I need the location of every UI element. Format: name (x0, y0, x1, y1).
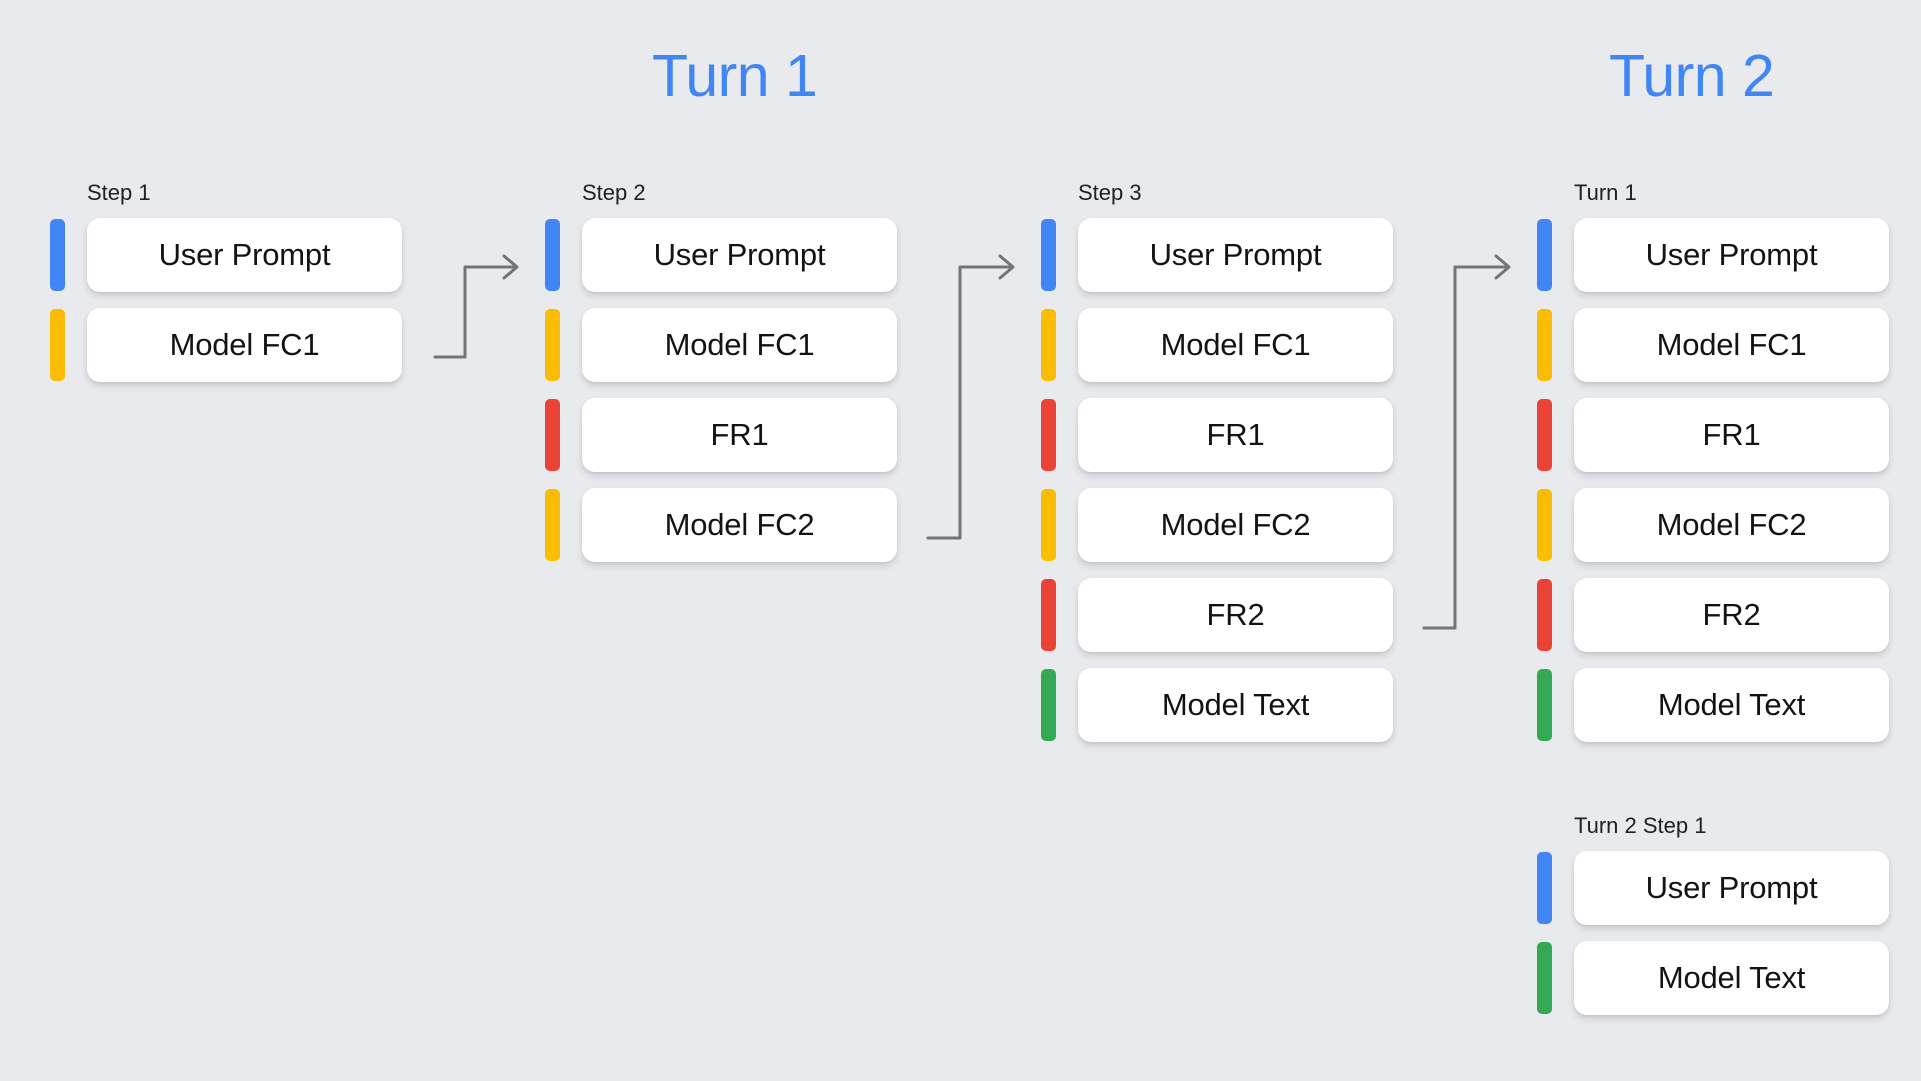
card-label[interactable]: User Prompt (87, 218, 402, 292)
step-label-step-2: Step 2 (582, 180, 646, 205)
color-bar-yellow-icon (1537, 309, 1552, 381)
card-label[interactable]: FR1 (1574, 398, 1889, 472)
list-item[interactable]: Model Text (1537, 668, 1889, 742)
step-label-turn2-turn1: Turn 1 (1574, 180, 1637, 205)
card-label[interactable]: FR2 (1078, 578, 1393, 652)
list-item[interactable]: User Prompt (545, 218, 897, 292)
row-list-turn2-step1: User Prompt Model Text (1537, 851, 1889, 1015)
color-bar-blue-icon (1041, 219, 1056, 291)
list-item[interactable]: Model Text (1537, 941, 1889, 1015)
color-bar-blue-icon (1537, 852, 1552, 924)
turn-1-heading: Turn 1 (652, 43, 818, 109)
step-label-step-1: Step 1 (87, 180, 151, 205)
color-bar-blue-icon (50, 219, 65, 291)
turn-2-heading: Turn 2 (1609, 43, 1775, 109)
card-label[interactable]: User Prompt (1574, 218, 1889, 292)
column-turn2-turn1: Turn 1 User Prompt Model FC1 FR1 Model F… (1537, 182, 1889, 742)
card-label[interactable]: Model Text (1574, 668, 1889, 742)
arrow-step2-to-step3-icon (926, 254, 1015, 540)
step-label-turn2-step1: Turn 2 Step 1 (1574, 813, 1707, 838)
step-label-step-3: Step 3 (1078, 180, 1142, 205)
color-bar-red-icon (545, 399, 560, 471)
card-label[interactable]: User Prompt (582, 218, 897, 292)
color-bar-red-icon (1041, 579, 1056, 651)
list-item[interactable]: User Prompt (1537, 851, 1889, 925)
arrow-step3-to-turn2-icon (1422, 254, 1511, 630)
column-turn2-step1: Turn 2 Step 1 User Prompt Model Text (1537, 815, 1889, 1015)
card-label[interactable]: Model FC1 (87, 308, 402, 382)
list-item[interactable]: FR1 (1537, 398, 1889, 472)
row-list-step-1: User Prompt Model FC1 (50, 218, 402, 382)
row-list-turn2-turn1: User Prompt Model FC1 FR1 Model FC2 FR2 … (1537, 218, 1889, 742)
color-bar-green-icon (1537, 669, 1552, 741)
list-item[interactable]: Model FC2 (1537, 488, 1889, 562)
color-bar-yellow-icon (1537, 489, 1552, 561)
column-step-1: Step 1 User Prompt Model FC1 (50, 182, 402, 382)
list-item[interactable]: FR1 (545, 398, 897, 472)
color-bar-red-icon (1041, 399, 1056, 471)
list-item[interactable]: FR2 (1041, 578, 1393, 652)
color-bar-yellow-icon (1041, 489, 1056, 561)
card-label[interactable]: Model FC1 (1078, 308, 1393, 382)
list-item[interactable]: User Prompt (50, 218, 402, 292)
column-step-3: Step 3 User Prompt Model FC1 FR1 Model F… (1041, 182, 1393, 742)
list-item[interactable]: Model FC1 (545, 308, 897, 382)
color-bar-blue-icon (1537, 219, 1552, 291)
color-bar-yellow-icon (545, 489, 560, 561)
color-bar-yellow-icon (545, 309, 560, 381)
list-item[interactable]: Model FC1 (1537, 308, 1889, 382)
card-label[interactable]: Model FC1 (1574, 308, 1889, 382)
color-bar-green-icon (1537, 942, 1552, 1014)
card-label[interactable]: Model Text (1574, 941, 1889, 1015)
list-item[interactable]: User Prompt (1537, 218, 1889, 292)
card-label[interactable]: Model FC2 (582, 488, 897, 562)
card-label[interactable]: User Prompt (1574, 851, 1889, 925)
card-label[interactable]: Model Text (1078, 668, 1393, 742)
color-bar-red-icon (1537, 399, 1552, 471)
card-label[interactable]: User Prompt (1078, 218, 1393, 292)
list-item[interactable]: Model FC2 (545, 488, 897, 562)
card-label[interactable]: Model FC1 (582, 308, 897, 382)
card-label[interactable]: FR1 (1078, 398, 1393, 472)
card-label[interactable]: FR1 (582, 398, 897, 472)
list-item[interactable]: User Prompt (1041, 218, 1393, 292)
card-label[interactable]: FR2 (1574, 578, 1889, 652)
card-label[interactable]: Model FC2 (1574, 488, 1889, 562)
arrow-step1-to-step2-icon (433, 254, 519, 359)
list-item[interactable]: Model FC1 (1041, 308, 1393, 382)
color-bar-red-icon (1537, 579, 1552, 651)
list-item[interactable]: FR2 (1537, 578, 1889, 652)
color-bar-yellow-icon (1041, 309, 1056, 381)
column-step-2: Step 2 User Prompt Model FC1 FR1 Model F… (545, 182, 897, 562)
row-list-step-2: User Prompt Model FC1 FR1 Model FC2 (545, 218, 897, 562)
row-list-step-3: User Prompt Model FC1 FR1 Model FC2 FR2 … (1041, 218, 1393, 742)
list-item[interactable]: Model FC1 (50, 308, 402, 382)
list-item[interactable]: FR1 (1041, 398, 1393, 472)
list-item[interactable]: Model FC2 (1041, 488, 1393, 562)
color-bar-yellow-icon (50, 309, 65, 381)
list-item[interactable]: Model Text (1041, 668, 1393, 742)
color-bar-blue-icon (545, 219, 560, 291)
card-label[interactable]: Model FC2 (1078, 488, 1393, 562)
color-bar-green-icon (1041, 669, 1056, 741)
